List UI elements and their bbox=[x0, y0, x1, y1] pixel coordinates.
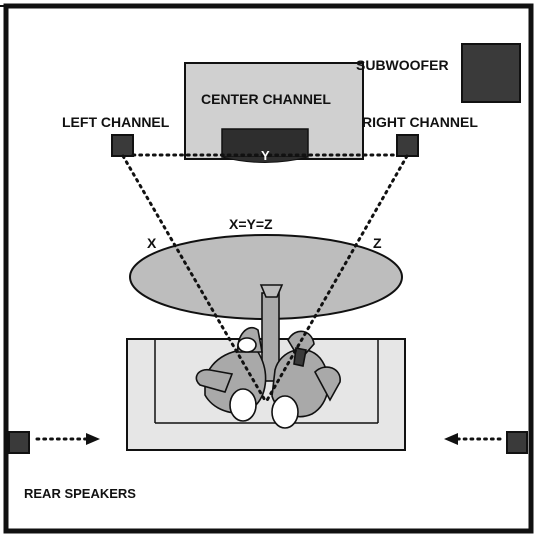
equation-label: X=Y=Z bbox=[229, 216, 273, 232]
center-speaker bbox=[221, 128, 309, 158]
listener-right-head bbox=[271, 395, 299, 429]
x-label: X bbox=[147, 235, 157, 251]
center-channel-label: CENTER CHANNEL bbox=[201, 91, 331, 107]
room-walls bbox=[0, 3, 534, 534]
y-label: Y bbox=[261, 148, 270, 163]
z-label: Z bbox=[373, 235, 382, 251]
left-channel-label: LEFT CHANNEL bbox=[62, 114, 170, 130]
left-channel-speaker bbox=[111, 134, 134, 157]
left-distance-x bbox=[121, 154, 268, 404]
rear-speakers-label: REAR SPEAKERS bbox=[24, 486, 136, 501]
subwoofer-speaker bbox=[461, 43, 521, 103]
rear-right-speaker bbox=[506, 431, 528, 454]
room-outline bbox=[3, 3, 534, 534]
right-distance-z bbox=[264, 154, 409, 404]
rear-right-arrow-head bbox=[444, 433, 458, 445]
right-channel-speaker bbox=[396, 134, 419, 157]
rear-left-arrow-head bbox=[86, 433, 100, 445]
television bbox=[184, 62, 364, 163]
right-channel-label: RIGHT CHANNEL bbox=[362, 114, 478, 130]
rear-left-speaker bbox=[8, 431, 30, 454]
distance-lines bbox=[35, 153, 502, 441]
listeners bbox=[195, 284, 341, 429]
subwoofer-label: SUBWOOFER bbox=[356, 57, 449, 73]
listener-left-head bbox=[229, 388, 257, 422]
